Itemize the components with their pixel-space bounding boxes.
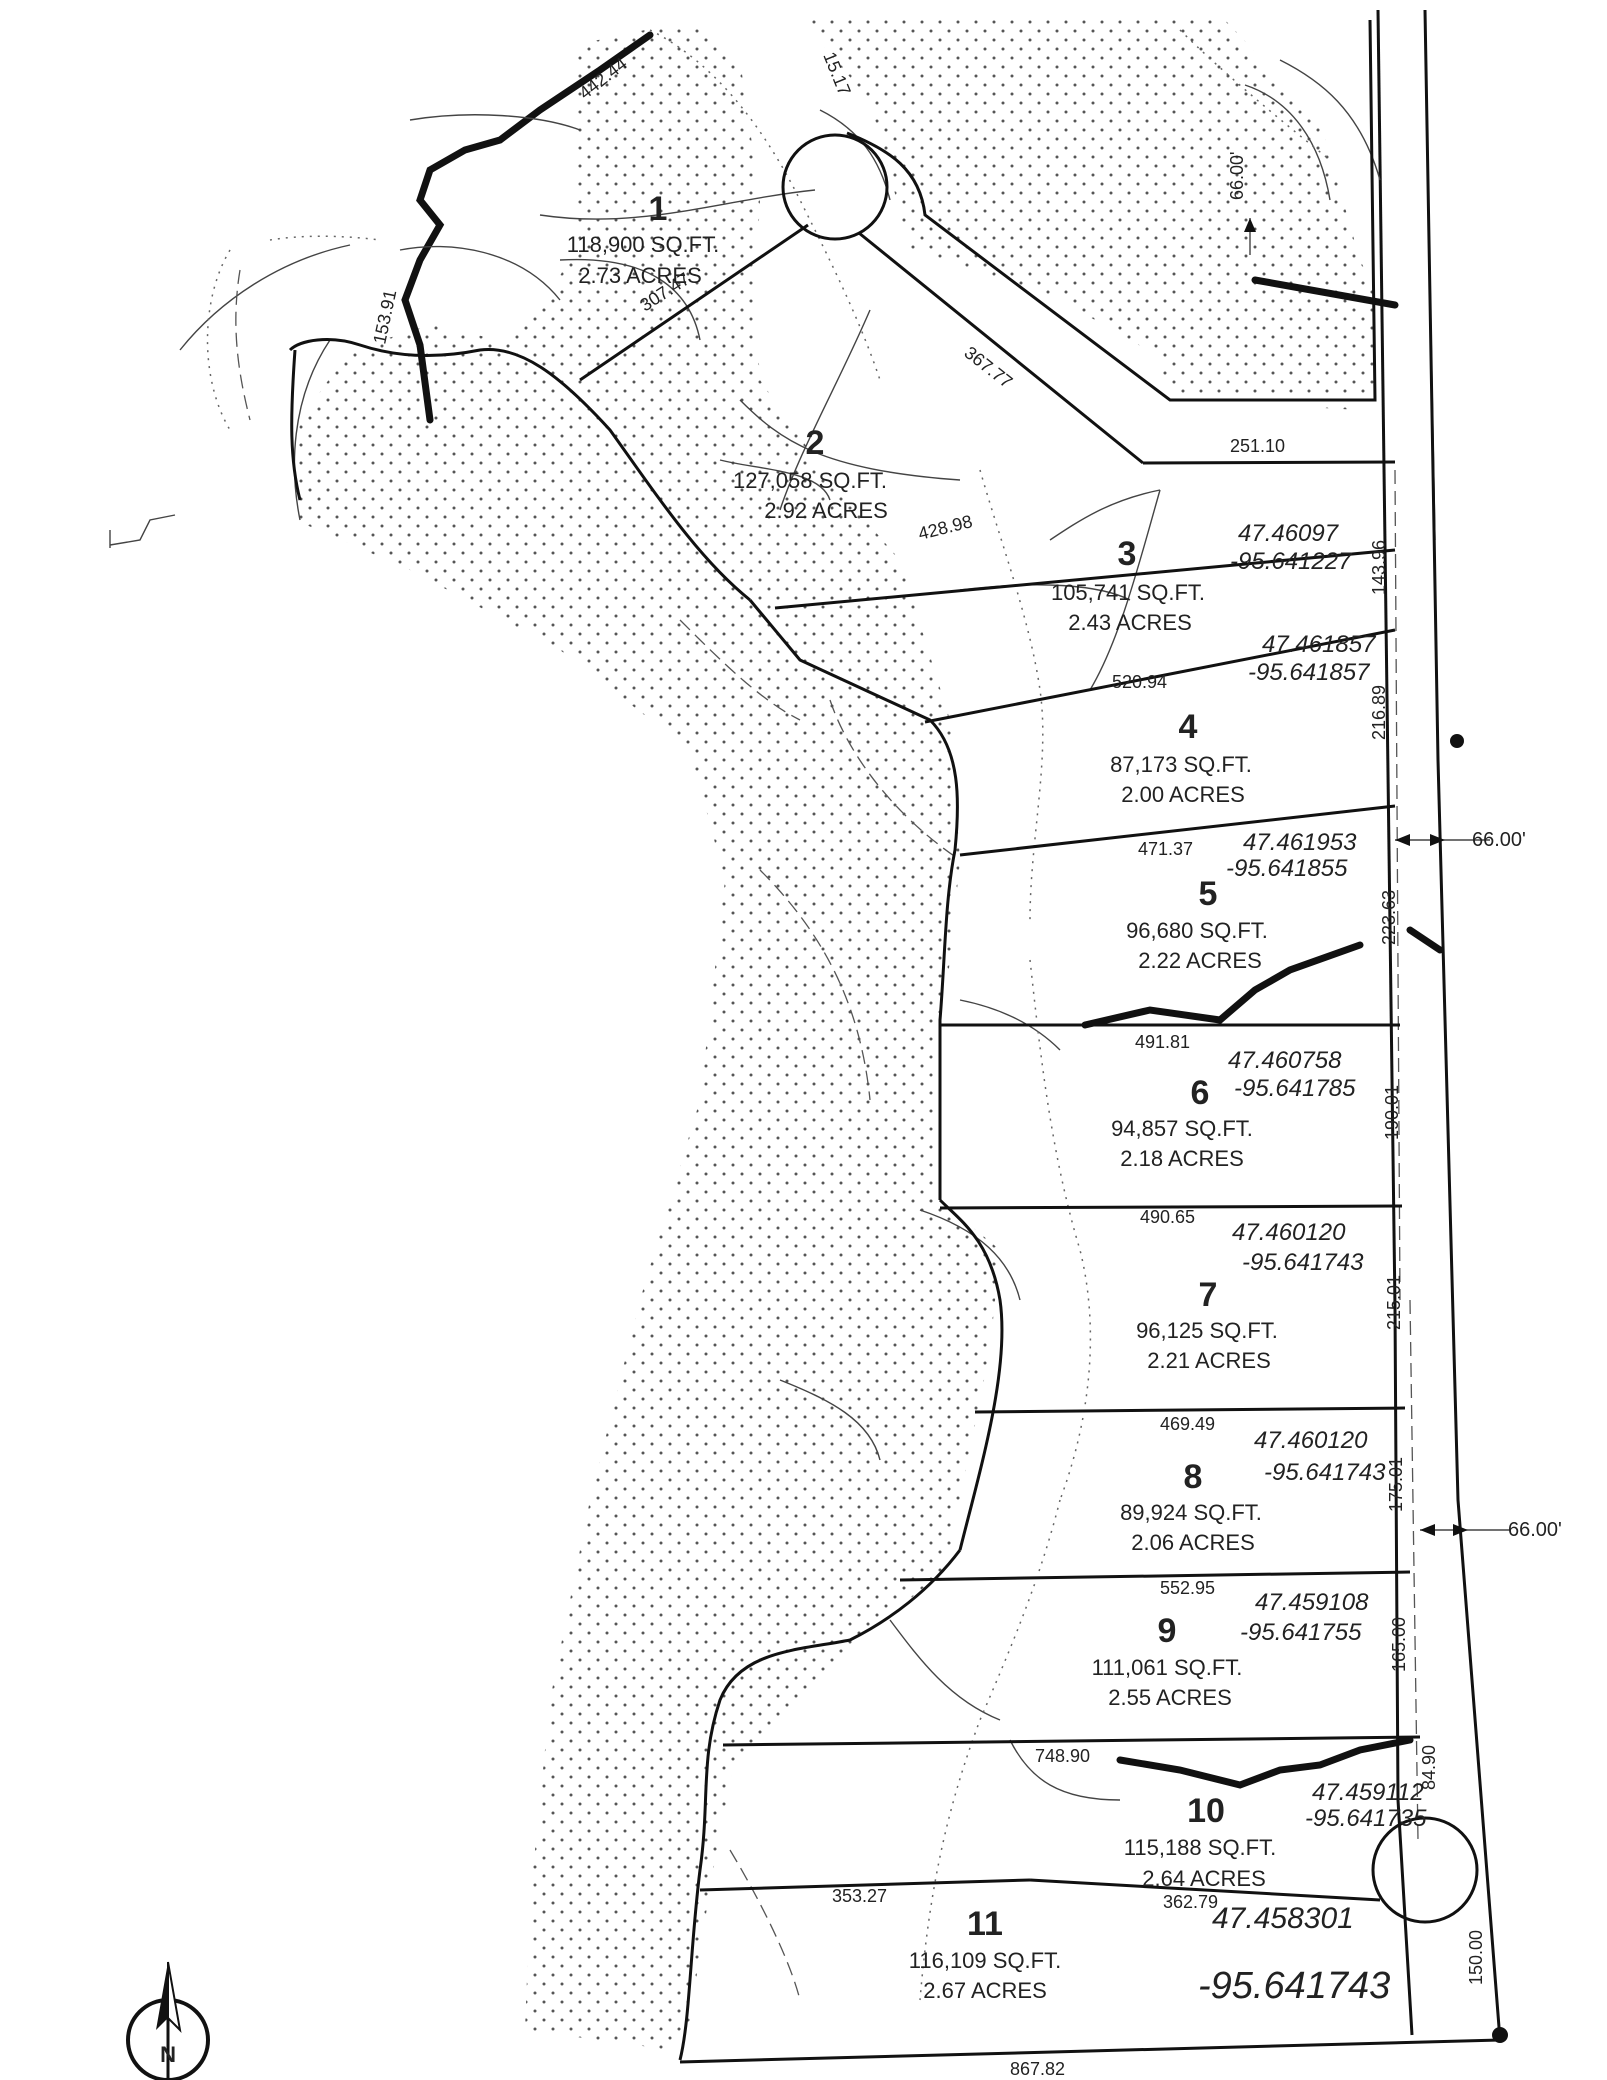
lot-5-label[interactable]: 5 96,680 SQ.FT. 2.22 ACRES 47.461953 -95… bbox=[1126, 829, 1357, 973]
lot-coordinate-lat: 47.459108 bbox=[1255, 1589, 1369, 1616]
lot-7-label[interactable]: 7 96,125 SQ.FT. 2.21 ACRES 47.460120 -95… bbox=[1136, 1219, 1364, 1373]
lot-1-label[interactable]: 1 118,900 SQ.FT. 2.73 ACRES bbox=[567, 190, 719, 288]
lot-coordinate-lon: -95.641743 bbox=[1198, 1965, 1390, 2007]
lot-area-sqft: 127,058 SQ.FT. bbox=[733, 468, 887, 493]
lot-2-label[interactable]: 2 127,058 SQ.FT. 2.92 ACRES bbox=[733, 424, 888, 523]
lot-9-label[interactable]: 9 111,061 SQ.FT. 2.55 ACRES 47.459108 -9… bbox=[1092, 1589, 1370, 1710]
dimension-label: 150.00 bbox=[1466, 1930, 1486, 1985]
lot-area-sqft: 105,741 SQ.FT. bbox=[1051, 580, 1205, 605]
lot-area-acres: 2.92 ACRES bbox=[764, 498, 888, 523]
dimension-label: 190.01 bbox=[1382, 1085, 1402, 1140]
lot-coordinate-lat: 47.461953 bbox=[1243, 829, 1357, 856]
dimension-label: 215.01 bbox=[1384, 1275, 1404, 1330]
lot-number: 7 bbox=[1199, 1276, 1218, 1314]
lot-number: 10 bbox=[1187, 1792, 1225, 1830]
road-width-label-bottom: 66.00' bbox=[1508, 1519, 1562, 1541]
dimension-label: 428.98 bbox=[916, 511, 974, 544]
lot-area-sqft: 118,900 SQ.FT. bbox=[567, 232, 719, 257]
lot-area-sqft: 96,125 SQ.FT. bbox=[1136, 1318, 1278, 1343]
lot-number: 2 bbox=[806, 424, 825, 462]
contour-lines bbox=[179, 59, 1381, 1801]
lot-coordinate-lat: 47.460120 bbox=[1254, 1427, 1368, 1454]
lot-number: 4 bbox=[1179, 708, 1198, 746]
lot-coordinate-lat: 47.459112 bbox=[1312, 1779, 1424, 1806]
lot-area-sqft: 96,680 SQ.FT. bbox=[1126, 918, 1268, 943]
dimension-label: 143.96 bbox=[1369, 540, 1389, 595]
lot-area-sqft: 94,857 SQ.FT. bbox=[1111, 1116, 1253, 1141]
lot-area-acres: 2.00 ACRES bbox=[1121, 782, 1245, 807]
lot-area-acres: 2.43 ACRES bbox=[1068, 610, 1192, 635]
lot-coordinate-lon: -95.641743 bbox=[1264, 1459, 1386, 1486]
lot-number: 11 bbox=[967, 1905, 1003, 1943]
dimension-label: 165.00 bbox=[1389, 1617, 1409, 1672]
lot-10-label[interactable]: 10 115,188 SQ.FT. 2.64 ACRES 47.459112 -… bbox=[1124, 1779, 1427, 1891]
dimension-label: 520.94 bbox=[1112, 672, 1167, 692]
dimension-label: 175.01 bbox=[1386, 1457, 1406, 1512]
lot-coordinate-lon: -95.641755 bbox=[1240, 1619, 1362, 1646]
dimension-label: 223.63 bbox=[1379, 890, 1399, 945]
lot-area-sqft: 116,109 SQ.FT. bbox=[909, 1948, 1061, 1973]
dimension-label: 367.77 bbox=[961, 342, 1017, 392]
lot-coordinate-lon: -95.641855 bbox=[1226, 855, 1348, 882]
lot-area-acres: 2.73 ACRES bbox=[578, 263, 702, 288]
dimension-label: 353.27 bbox=[832, 1886, 887, 1906]
lot-6-label[interactable]: 6 94,857 SQ.FT. 2.18 ACRES 47.460758 -95… bbox=[1111, 1047, 1356, 1171]
road-right-of-way bbox=[1376, 9, 1508, 2043]
wetland-top-right bbox=[800, 20, 1380, 410]
lot-number: 9 bbox=[1158, 1612, 1177, 1650]
lot-coordinate-lat: 47.460120 bbox=[1232, 1219, 1346, 1246]
wetland-left-main bbox=[295, 25, 1000, 2050]
lot-coordinate-lon: -95.641227 bbox=[1230, 548, 1353, 575]
lot-number: 1 bbox=[649, 190, 668, 228]
dimension-label: 491.81 bbox=[1135, 1032, 1190, 1052]
lot-coordinate-lat: 47.460758 bbox=[1228, 1047, 1342, 1074]
lot-area-sqft: 89,924 SQ.FT. bbox=[1120, 1500, 1262, 1525]
lot-labels: 1 118,900 SQ.FT. 2.73 ACRES 2 127,058 SQ… bbox=[567, 190, 1427, 2007]
dimension-label: 66.00' bbox=[1227, 152, 1247, 200]
dimension-label: 84.90 bbox=[1419, 1745, 1439, 1790]
dimension-label: 216.89 bbox=[1369, 685, 1389, 740]
lot-area-acres: 2.06 ACRES bbox=[1131, 1530, 1255, 1555]
lot-area-acres: 2.55 ACRES bbox=[1108, 1685, 1232, 1710]
lot-area-acres: 2.21 ACRES bbox=[1147, 1348, 1271, 1373]
lot-area-acres: 2.64 ACRES bbox=[1142, 1866, 1266, 1891]
lot-area-acres: 2.18 ACRES bbox=[1120, 1146, 1244, 1171]
dimension-label: 867.82 bbox=[1010, 2059, 1065, 2079]
north-arrow-icon: N bbox=[126, 1961, 210, 2080]
lot-number: 6 bbox=[1191, 1074, 1210, 1112]
lot-coordinate-lat: 47.46097 bbox=[1238, 520, 1340, 547]
lot-area-acres: 2.22 ACRES bbox=[1138, 948, 1262, 973]
lot-number: 8 bbox=[1184, 1458, 1203, 1496]
lot-3-label[interactable]: 3 105,741 SQ.FT. 2.43 ACRES 47.46097 -95… bbox=[1051, 520, 1353, 635]
dimension-label: 471.37 bbox=[1138, 839, 1193, 859]
lot-area-sqft: 87,173 SQ.FT. bbox=[1110, 752, 1252, 777]
dimension-label: 469.49 bbox=[1160, 1414, 1215, 1434]
lot-boundaries bbox=[109, 19, 1510, 2064]
lot-8-label[interactable]: 8 89,924 SQ.FT. 2.06 ACRES 47.460120 -95… bbox=[1120, 1427, 1386, 1555]
lot-coordinate-lat: 47.461857 bbox=[1262, 631, 1377, 658]
road-width-label-top: 66.00' bbox=[1472, 829, 1526, 851]
lot-number: 5 bbox=[1199, 875, 1218, 913]
lot-4-label[interactable]: 4 87,173 SQ.FT. 2.00 ACRES 47.461857 -95… bbox=[1110, 631, 1377, 807]
dimension-label: 748.90 bbox=[1035, 1746, 1090, 1766]
wetland-areas bbox=[295, 20, 1380, 2050]
north-arrow-label: N bbox=[160, 2042, 176, 2067]
lot-area-acres: 2.67 ACRES bbox=[923, 1978, 1047, 2003]
lot-area-sqft: 115,188 SQ.FT. bbox=[1124, 1835, 1276, 1860]
lot-area-sqft: 111,061 SQ.FT. bbox=[1092, 1655, 1243, 1680]
creek-lines bbox=[401, 31, 1444, 1789]
dimension-label: 362.79 bbox=[1163, 1892, 1218, 1912]
lot-11-label[interactable]: 11 116,109 SQ.FT. 2.67 ACRES 47.458301 -… bbox=[909, 1902, 1391, 2007]
lot-coordinate-lon: -95.641743 bbox=[1242, 1249, 1364, 1276]
dimension-label: 552.95 bbox=[1160, 1578, 1215, 1598]
lot-coordinate-lon: -95.641857 bbox=[1248, 659, 1371, 686]
lot-coordinate-lon: -95.641785 bbox=[1234, 1075, 1356, 1102]
lot-coordinate-lon: -95.641735 bbox=[1305, 1805, 1427, 1832]
dimension-label: 251.10 bbox=[1230, 436, 1285, 456]
dimension-label: 490.65 bbox=[1140, 1207, 1195, 1227]
lot-coordinate-lat: 47.458301 bbox=[1212, 1902, 1354, 1935]
lot-number: 3 bbox=[1118, 535, 1137, 573]
